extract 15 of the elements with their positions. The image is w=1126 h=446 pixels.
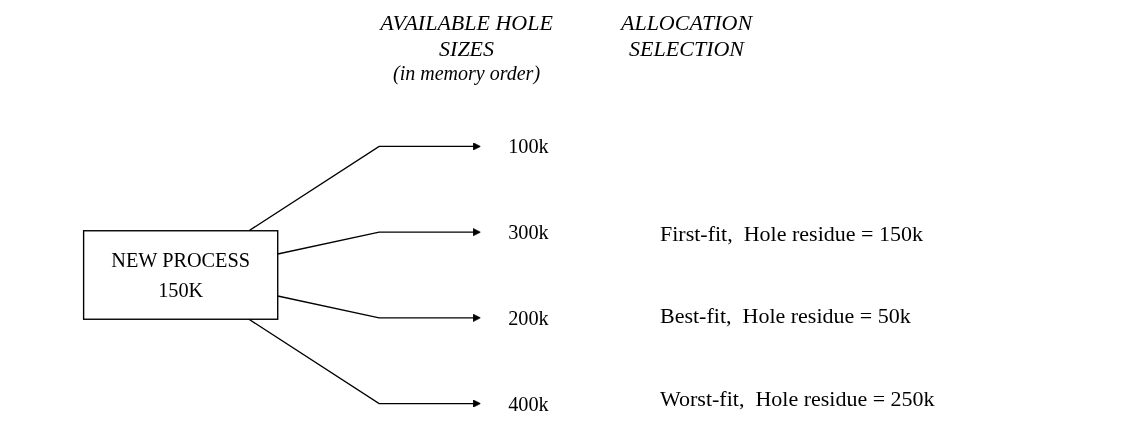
arrow bbox=[277, 295, 481, 322]
arrow bbox=[277, 228, 481, 255]
column-subheading: (in memory order) bbox=[392, 62, 542, 85]
arrow bbox=[248, 318, 481, 408]
arrow bbox=[248, 142, 481, 232]
selection-note: Best-fit, Hole residue = 50k bbox=[660, 303, 912, 330]
node-box: NEW PROCESS 150K bbox=[82, 230, 279, 320]
column-heading: ALLOCATION SELECTION bbox=[619, 10, 754, 62]
selection-note: First-fit, Hole residue = 150k bbox=[660, 220, 924, 247]
node-text: 100k bbox=[508, 134, 549, 158]
node-text: 400k bbox=[508, 392, 549, 416]
column-heading: AVAILABLE HOLE SIZES bbox=[380, 10, 554, 62]
selection-note: Worst-fit, Hole residue = 250k bbox=[660, 385, 935, 412]
node-text: 300k bbox=[508, 220, 549, 244]
node-text: 200k bbox=[508, 306, 549, 330]
